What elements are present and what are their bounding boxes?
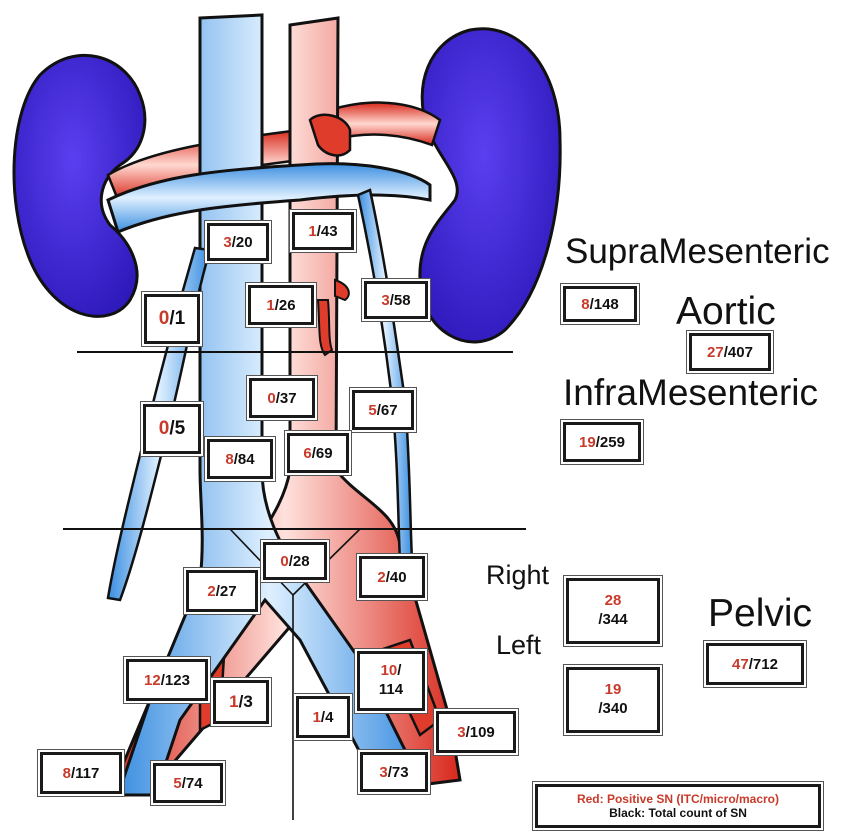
total-count: /259	[596, 434, 625, 451]
positive-count: 5	[173, 775, 181, 792]
total-count: /	[397, 662, 401, 679]
station-box: 1/4	[296, 696, 350, 738]
summary-box-supramesenteric: 8/148	[563, 286, 637, 322]
total-count: /117	[71, 765, 99, 782]
station-box: 5/67	[352, 390, 414, 430]
positive-count: 27	[707, 344, 724, 361]
positive-count: 8	[225, 451, 233, 468]
summary-box-pelvic: 47/712	[706, 643, 804, 685]
positive-count: 2	[207, 583, 215, 600]
summary-box-right: 28/344	[566, 578, 660, 644]
positive-count: 0	[280, 553, 288, 570]
total-count: /712	[749, 656, 778, 673]
total-count-line2: 114	[379, 681, 403, 700]
positive-count: 1	[266, 297, 274, 314]
total-count: /5	[169, 418, 185, 440]
total-count: /40	[386, 569, 407, 586]
total-count: /109	[466, 724, 495, 741]
total-count: /74	[182, 775, 203, 792]
total-count: /20	[232, 234, 253, 251]
station-box: 12/123	[126, 659, 208, 701]
station-box: 1/26	[248, 285, 314, 325]
total-count: /4	[321, 709, 334, 726]
positive-count: 12	[144, 672, 161, 689]
station-box: 5/74	[153, 763, 223, 803]
positive-count: 19	[579, 434, 596, 451]
total-count: /26	[275, 297, 296, 314]
positive-count: 19	[605, 681, 622, 700]
legend-red-text: Red: Positive SN (ITC/micro/macro)	[577, 792, 779, 806]
station-box: 8/84	[207, 439, 273, 479]
station-box: 3/109	[436, 711, 516, 753]
positive-count: 3	[223, 234, 231, 251]
station-box: 1/3	[213, 680, 269, 724]
positive-count: 1	[229, 692, 238, 712]
positive-count: 3	[381, 292, 389, 309]
positive-count: 1	[308, 223, 316, 240]
summary-box-inframesenteric: 19/259	[563, 422, 641, 462]
positive-count: 6	[303, 445, 311, 462]
region-label-right: Right	[486, 560, 549, 591]
total-count: /340	[598, 700, 627, 719]
region-label-supramesenteric: SupraMesenteric	[565, 232, 830, 272]
summary-box-left: 19/340	[566, 667, 660, 733]
station-box: 2/40	[359, 556, 425, 598]
region-label-left: Left	[496, 630, 541, 661]
positive-count: 8	[581, 296, 589, 313]
total-count: /148	[590, 296, 619, 313]
total-count: /123	[161, 672, 190, 689]
legend-black-text: Black: Total count of SN	[609, 806, 747, 820]
positive-count: 47	[732, 656, 749, 673]
positive-count: 1	[313, 709, 321, 726]
region-label-aortic: Aortic	[676, 290, 776, 334]
station-box: 0/5	[143, 404, 201, 454]
total-count: /37	[276, 390, 297, 407]
region-label-pelvic: Pelvic	[708, 592, 812, 636]
station-box: 0/28	[263, 542, 327, 580]
positive-count: 0	[267, 390, 275, 407]
total-count: /28	[289, 553, 310, 570]
positive-count: 0	[159, 308, 170, 330]
positive-count: 0	[159, 418, 170, 440]
total-count: /58	[390, 292, 411, 309]
total-count: /407	[724, 344, 753, 361]
station-box: 6/69	[287, 433, 349, 473]
station-box: 3/58	[364, 281, 428, 319]
left-kidney	[420, 29, 560, 342]
station-box: 3/73	[360, 752, 428, 792]
positive-count: 5	[368, 402, 376, 419]
positive-count: 3	[379, 764, 387, 781]
total-count: /27	[216, 583, 237, 600]
positive-count: 2	[377, 569, 385, 586]
total-count: /1	[169, 308, 185, 330]
total-count: /69	[312, 445, 333, 462]
station-box: 3/20	[207, 223, 269, 261]
legend-box: Red: Positive SN (ITC/micro/macro) Black…	[535, 784, 821, 828]
positive-count: 8	[63, 765, 71, 782]
summary-box-aortic: 27/407	[689, 333, 771, 371]
total-count: /73	[388, 764, 409, 781]
positive-count: 3	[457, 724, 465, 741]
total-count: /43	[317, 223, 338, 240]
positive-count: 28	[605, 592, 622, 611]
total-count: /84	[234, 451, 255, 468]
region-label-inframesenteric: InfraMesenteric	[563, 372, 818, 414]
total-count: /344	[598, 611, 627, 630]
station-box: 0/1	[144, 294, 200, 344]
station-box: 8/117	[40, 752, 122, 794]
station-box: 1/43	[292, 212, 354, 250]
station-box: 2/27	[186, 570, 258, 612]
station-box: 10/ 114	[357, 651, 425, 711]
positive-count: 10	[381, 662, 398, 679]
station-box: 0/37	[249, 378, 315, 418]
total-count: /3	[239, 692, 253, 712]
total-count: /67	[377, 402, 398, 419]
